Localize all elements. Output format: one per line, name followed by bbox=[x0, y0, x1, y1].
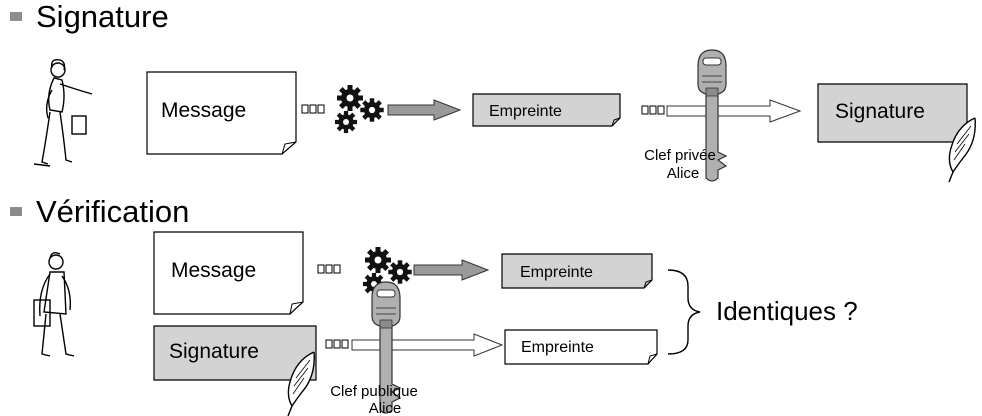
message-document: Message bbox=[146, 71, 297, 155]
gears-icon bbox=[335, 85, 384, 133]
verification-section-title: Vérification bbox=[36, 194, 189, 229]
verification-section: Vérification Message Empreinte bbox=[10, 194, 858, 416]
dashed-lead-key bbox=[641, 105, 665, 115]
verification-message-label: Message bbox=[171, 259, 256, 282]
signature-result-box: Signature bbox=[817, 83, 968, 143]
private-key-label: Clef privée bbox=[644, 147, 716, 164]
signature-section-title: Signature bbox=[36, 0, 169, 34]
comparison-brace bbox=[667, 269, 701, 355]
fingerprint-top-box: Empreinte bbox=[501, 253, 653, 289]
fingerprint-bottom-label: Empreinte bbox=[521, 339, 594, 356]
comparison-label: Identiques ? bbox=[716, 296, 858, 326]
message-label: Message bbox=[161, 99, 246, 122]
dashed-lead-key bbox=[325, 339, 349, 349]
hash-arrow bbox=[387, 99, 462, 121]
fingerprint-label: Empreinte bbox=[489, 103, 562, 120]
woman-figure-icon bbox=[33, 58, 93, 167]
fingerprint-box: Empreinte bbox=[472, 93, 621, 127]
dashed-lead bbox=[301, 104, 325, 114]
hash-arrow bbox=[413, 259, 490, 281]
dashed-lead bbox=[317, 264, 341, 274]
fingerprint-top-label: Empreinte bbox=[520, 264, 593, 281]
verification-signature-label: Signature bbox=[169, 340, 259, 363]
bullet-square-icon bbox=[10, 12, 22, 21]
public-key-owner: Alice bbox=[369, 400, 402, 416]
public-key-label: Clef publique bbox=[330, 383, 418, 400]
signature-section: Signature Message Empreinte bbox=[10, 0, 976, 183]
key-arrow bbox=[666, 99, 802, 123]
verification-message-document: Message bbox=[153, 231, 304, 315]
fingerprint-bottom-box: Empreinte bbox=[504, 329, 658, 365]
verification-signature-box: Signature bbox=[153, 325, 317, 381]
man-figure-icon bbox=[33, 251, 75, 357]
bullet-square-icon bbox=[10, 207, 22, 216]
private-key-owner: Alice bbox=[667, 165, 700, 182]
key-arrow bbox=[351, 333, 504, 357]
signature-result-label: Signature bbox=[835, 100, 925, 123]
